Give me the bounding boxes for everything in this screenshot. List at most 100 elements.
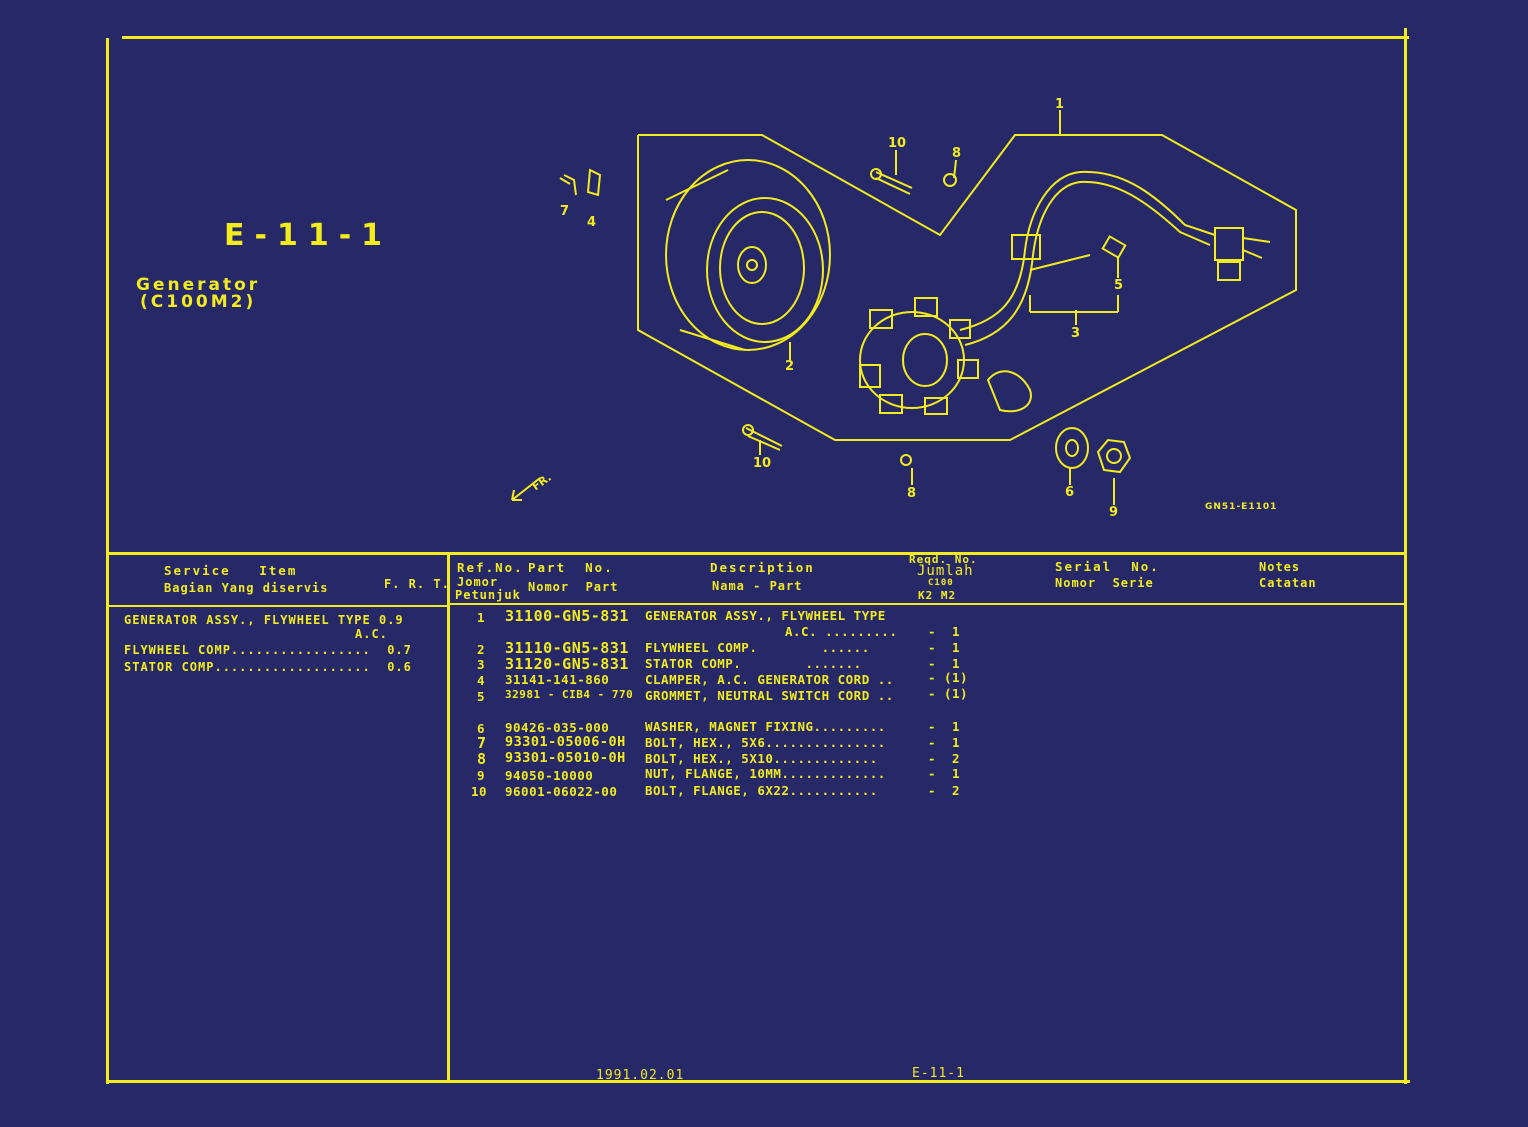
parts-row-6-part: 90426-035-000: [505, 720, 610, 735]
parts-row-10-k2: -: [928, 783, 937, 798]
parts-row-1-desc: GENERATOR ASSY., FLYWHEEL TYPE: [645, 608, 886, 623]
notes-header-id: Catatan: [1259, 576, 1317, 590]
callout-1: 1: [1055, 97, 1064, 112]
parts-row-7-part: 93301-05006-0H: [505, 734, 626, 750]
parts-row-8-k2: -: [928, 751, 937, 766]
washer-6: [1055, 427, 1089, 469]
reqd-model-1: C100: [928, 578, 954, 588]
callout-10-top: 10: [888, 136, 906, 151]
nut-9: [1096, 438, 1132, 474]
frt-header: F. R. T.: [384, 577, 450, 591]
page-code: E-11-1: [224, 218, 393, 253]
parts-row-3-desc: STATOR COMP. .......: [645, 656, 862, 671]
parts-row-10-desc: BOLT, FLANGE, 6X22...........: [645, 783, 878, 798]
parts-row-2-m2: 1: [952, 640, 961, 655]
parts-row-5-m2: (1): [944, 686, 969, 701]
callout-8-bottom: 8: [907, 486, 916, 501]
parts-row-9-desc: NUT, FLANGE, 10MM.............: [645, 766, 886, 781]
parts-row-5-desc: GROMMET, NEUTRAL SWITCH CORD ..: [645, 688, 894, 703]
bolt-10-bottom: [745, 427, 783, 451]
table-divider: [447, 552, 450, 1082]
frame-bottom-border: [106, 1080, 1410, 1083]
flywheel-hub: [737, 246, 767, 284]
parts-row-8-part: 93301-05010-0H: [505, 750, 626, 766]
service-item-header-id: Bagian Yang diservis: [164, 581, 329, 595]
callout-5: 5: [1114, 278, 1123, 293]
parts-row-8-m2: 2: [952, 751, 961, 766]
connector-block: [1214, 227, 1244, 261]
flywheel-face: [719, 211, 805, 325]
parts-row-10-part: 96001-06022-00: [505, 784, 618, 799]
parts-row-6-k2: -: [928, 719, 937, 734]
bolt-7: [559, 174, 577, 196]
parts-row-3-ref: 3: [477, 657, 486, 672]
parts-row-9-k2: -: [928, 766, 937, 781]
clamper-part: [1011, 234, 1041, 260]
frame-top-border: [122, 36, 1409, 39]
part-no-header: Part No.: [528, 560, 614, 575]
parts-row-2-ref: 2: [477, 642, 486, 657]
parts-row-10-m2: 2: [952, 783, 961, 798]
parts-row-7-m2: 1: [952, 735, 961, 750]
service-row-3: STATOR COMP................... 0.6: [124, 660, 412, 674]
callout-2: 2: [785, 359, 794, 374]
description-header-id: Nama - Part: [712, 579, 803, 593]
harness-cord: [959, 170, 1216, 331]
parts-row-8-ref: 8: [477, 750, 487, 768]
parts-row-4-part: 31141-141-860: [505, 672, 610, 687]
service-row-1: GENERATOR ASSY., FLYWHEEL TYPE 0.9: [124, 613, 404, 627]
page-title: Generator: [136, 275, 261, 295]
parts-row-7-ref: 7: [477, 734, 487, 752]
parts-row-6-ref: 6: [477, 721, 486, 736]
diagram-code: GN51-E1101: [1205, 502, 1277, 512]
parts-row-9-ref: 9: [477, 768, 486, 783]
parts-row-5-k2: -: [928, 686, 937, 701]
callout-9: 9: [1109, 505, 1118, 520]
parts-row-9-m2: 1: [952, 766, 961, 781]
parts-row-1-desc2: A.C. .........: [785, 624, 898, 639]
reqd-header: Reqd. No.: [909, 553, 978, 566]
description-header: Description: [710, 560, 815, 575]
part-no-header-id: Nomor Part: [528, 580, 619, 594]
parts-row-3-part: 31120-GN5-831: [505, 655, 629, 673]
parts-row-8-desc: BOLT, HEX., 5X10.............: [645, 751, 878, 766]
parts-row-2-desc: FLYWHEEL COMP. ......: [645, 640, 870, 655]
parts-row-1-m2: 1: [952, 624, 961, 639]
parts-row-6-m2: 1: [952, 719, 961, 734]
front-arrow: [511, 477, 541, 501]
parts-row-2-k2: -: [928, 640, 937, 655]
callout-3: 3: [1071, 326, 1080, 341]
page-model: (C100M2): [140, 292, 257, 312]
service-row-1-line2: A.C.: [355, 627, 388, 641]
parts-row-1-k2: -: [928, 624, 937, 639]
table-header-bottom: [106, 605, 450, 607]
flywheel-inner-rim: [706, 197, 824, 343]
clamp-4: [586, 168, 602, 197]
serial-no-header: Serial No.: [1055, 559, 1160, 574]
notes-header: Notes: [1259, 560, 1301, 574]
bolt-8-top: [943, 173, 957, 187]
parts-header-bottom: [450, 603, 1406, 605]
parts-row-4-ref: 4: [477, 673, 486, 688]
parts-row-6-desc: WASHER, MAGNET FIXING.........: [645, 719, 886, 734]
footer-page-number: E-11-1: [912, 1066, 965, 1081]
callout-6: 6: [1065, 485, 1074, 500]
frame-left-border: [106, 38, 109, 1084]
parts-row-2-part: 31110-GN5-831: [505, 639, 629, 657]
ref-no-header-id1: Jomor: [457, 575, 499, 589]
callout-7: 7: [560, 204, 569, 219]
direction-label: FR.: [530, 471, 554, 493]
reqd-model-2: K2 M2: [918, 589, 957, 602]
table-top-border: [106, 552, 1406, 555]
parts-row-3-m2: 1: [952, 656, 961, 671]
parts-row-1-ref: 1: [477, 610, 486, 625]
stator-body: [859, 311, 965, 409]
parts-row-4-m2: (1): [944, 670, 969, 685]
parts-row-9-part: 94050-10000: [505, 768, 594, 783]
footer-date: 1991.02.01: [596, 1068, 685, 1083]
callout-10-bottom: 10: [753, 456, 771, 471]
frame-right-border: [1404, 28, 1407, 1084]
grommet-part: [1101, 235, 1127, 259]
parts-row-4-k2: -: [928, 670, 937, 685]
callout-8-top: 8: [952, 146, 961, 161]
